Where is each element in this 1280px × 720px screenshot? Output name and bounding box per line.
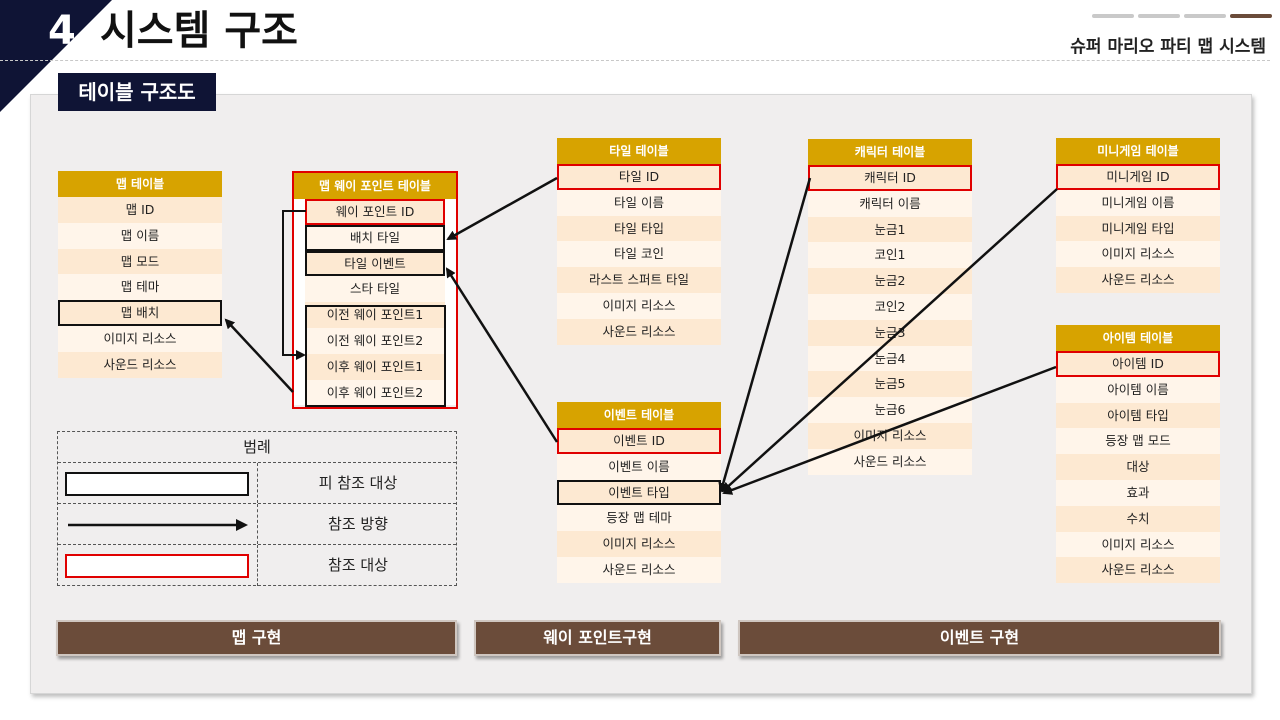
event-id-row: 이벤트 ID (557, 428, 721, 454)
footer-bar-waypoint-impl: 웨이 포인트구현 (474, 620, 721, 656)
item-table: 아이템 테이블 아이템 ID 아이템 이름 아이템 타입 등장 맵 모드 대상 … (1056, 325, 1220, 584)
progress-segment (1184, 14, 1226, 18)
image-resource-row: 이미지 리소스 (58, 325, 222, 352)
map-table: 맵 테이블 맵 ID 맵 이름 맵 모드 맵 테마 맵 배치 이미지 리소스 사… (58, 171, 222, 378)
footer-bar-event-impl: 이벤트 구현 (738, 620, 1221, 656)
minigame-id-row: 미니게임 ID (1056, 164, 1220, 190)
image-resource-row: 이미지 리소스 (557, 292, 721, 319)
item-name-row: 아이템 이름 (1056, 376, 1220, 403)
image-resource-row: 이미지 리소스 (557, 531, 721, 557)
legend-symbol-cell (58, 545, 258, 586)
legend-row-target: 참조 대상 (58, 545, 456, 586)
image-resource-row: 이미지 리소스 (1056, 241, 1220, 268)
item-type-row: 아이템 타입 (1056, 402, 1220, 429)
table-header: 이벤트 테이블 (557, 402, 721, 428)
next-waypoint-2-row: 이후 웨이 포인트2 (305, 379, 445, 406)
table-header: 맵 테이블 (58, 171, 222, 197)
last-spurt-tile-row: 라스트 스퍼트 타일 (557, 267, 721, 293)
map-theme-row: 맵 테마 (58, 274, 222, 301)
tile-name-row: 타일 이름 (557, 189, 721, 216)
image-resource-row: 이미지 리소스 (1056, 531, 1220, 558)
minigame-name-row: 미니게임 이름 (1056, 189, 1220, 216)
map-id-row: 맵 ID (58, 197, 222, 223)
slide-title: 시스템 구조 (100, 8, 298, 54)
appear-map-theme-row: 등장 맵 테마 (557, 505, 721, 532)
sound-resource-row: 사운드 리소스 (557, 556, 721, 583)
legend-symbol-cell (58, 463, 258, 503)
legend-symbol-cell (58, 504, 258, 544)
slide-number: 4. (48, 8, 92, 54)
slide-progress-indicator (1092, 14, 1272, 18)
dice-3-row: 눈금3 (808, 319, 972, 346)
tile-event-row: 타일 이벤트 (305, 250, 445, 277)
tile-coin-row: 타일 코인 (557, 241, 721, 268)
appear-map-mode-row: 등장 맵 모드 (1056, 428, 1220, 455)
table-header: 미니게임 테이블 (1056, 138, 1220, 164)
sound-resource-row: 사운드 리소스 (808, 448, 972, 475)
coin-1-row: 코인1 (808, 242, 972, 269)
legend: 범례 피 참조 대상 참조 방향 참조 대상 (57, 431, 457, 586)
tile-type-row: 타일 타입 (557, 215, 721, 242)
sound-resource-row: 사운드 리소스 (557, 318, 721, 345)
tile-table: 타일 테이블 타일 ID 타일 이름 타일 타입 타일 코인 라스트 스퍼트 타… (557, 138, 721, 345)
placed-tile-row: 배치 타일 (305, 224, 445, 251)
legend-label: 피 참조 대상 (318, 474, 398, 492)
section-label: 테이블 구조도 (58, 73, 216, 111)
event-table: 이벤트 테이블 이벤트 ID 이벤트 이름 이벤트 타입 등장 맵 테마 이미지… (557, 402, 721, 583)
map-name-row: 맵 이름 (58, 222, 222, 249)
progress-segment (1138, 14, 1180, 18)
sound-resource-row: 사운드 리소스 (1056, 267, 1220, 293)
character-name-row: 캐릭터 이름 (808, 190, 972, 217)
legend-label: 참조 대상 (328, 556, 388, 574)
item-id-row: 아이템 ID (1056, 351, 1220, 377)
legend-row-referenced: 피 참조 대상 (58, 463, 456, 504)
image-resource-row: 이미지 리소스 (808, 422, 972, 449)
waypoint-id-row: 웨이 포인트 ID (305, 199, 445, 225)
footer-bar-map-impl: 맵 구현 (56, 620, 457, 656)
map-layout-row: 맵 배치 (58, 300, 222, 326)
next-waypoint-1-row: 이후 웨이 포인트1 (305, 353, 445, 380)
arrow-right-icon (68, 519, 248, 531)
sound-resource-row: 사운드 리소스 (58, 351, 222, 378)
corner-triangle-decoration (0, 0, 112, 112)
dice-2-row: 눈금2 (808, 268, 972, 294)
legend-label: 참조 방향 (328, 515, 388, 533)
prev-waypoint-2-row: 이전 웨이 포인트2 (305, 327, 445, 354)
presentation-subtitle: 슈퍼 마리오 파티 맵 시스템 (1070, 37, 1266, 57)
dice-5-row: 눈금5 (808, 371, 972, 398)
black-outline-box-symbol (65, 472, 249, 496)
value-row: 수치 (1056, 505, 1220, 532)
character-id-row: 캐릭터 ID (808, 165, 972, 191)
table-header: 아이템 테이블 (1056, 325, 1220, 351)
waypoint-table: 맵 웨이 포인트 테이블 웨이 포인트 ID 배치 타일 타일 이벤트 스타 타… (294, 173, 456, 406)
dice-6-row: 눈금6 (808, 397, 972, 423)
effect-row: 효과 (1056, 479, 1220, 506)
event-name-row: 이벤트 이름 (557, 453, 721, 480)
minigame-type-row: 미니게임 타입 (1056, 215, 1220, 242)
header-divider (0, 60, 1270, 61)
coin-2-row: 코인2 (808, 293, 972, 320)
progress-segment-active (1230, 14, 1272, 18)
map-mode-row: 맵 모드 (58, 248, 222, 275)
table-header: 타일 테이블 (557, 138, 721, 164)
prev-waypoint-1-row: 이전 웨이 포인트1 (305, 302, 445, 328)
character-table: 캐릭터 테이블 캐릭터 ID 캐릭터 이름 눈금1 코인1 눈금2 코인2 눈금… (808, 139, 972, 475)
sound-resource-row: 사운드 리소스 (1056, 557, 1220, 584)
progress-segment (1092, 14, 1134, 18)
legend-row-direction: 참조 방향 (58, 504, 456, 545)
minigame-table: 미니게임 테이블 미니게임 ID 미니게임 이름 미니게임 타입 이미지 리소스… (1056, 138, 1220, 293)
dice-4-row: 눈금4 (808, 345, 972, 372)
tile-id-row: 타일 ID (557, 164, 721, 190)
dice-1-row: 눈금1 (808, 216, 972, 243)
legend-title: 범례 (58, 432, 456, 463)
red-outline-box-symbol (65, 554, 249, 578)
table-header: 맵 웨이 포인트 테이블 (294, 173, 456, 199)
table-header: 캐릭터 테이블 (808, 139, 972, 165)
target-row: 대상 (1056, 454, 1220, 480)
event-type-row: 이벤트 타입 (557, 479, 721, 506)
star-tile-row: 스타 타일 (305, 276, 445, 303)
